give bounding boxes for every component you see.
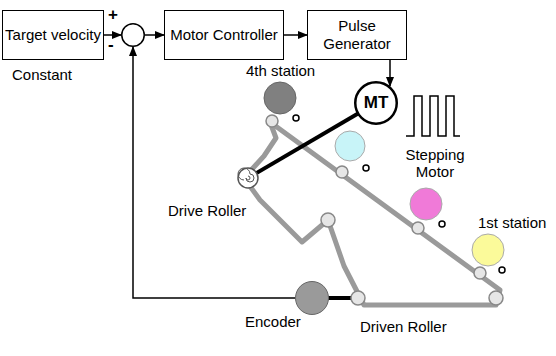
- black-station: [264, 82, 296, 114]
- node-text: Motor Controller: [170, 26, 278, 44]
- station-label: 1st station: [478, 214, 546, 231]
- roller: [489, 291, 503, 305]
- mark: [439, 221, 445, 227]
- signal-arrow: [389, 60, 391, 86]
- node-text: -: [108, 36, 114, 54]
- motor-label: Stepping Motor: [400, 146, 470, 180]
- magenta-station: [410, 188, 442, 220]
- summing-junction-outline: [121, 23, 145, 47]
- node-text: MT: [364, 94, 389, 112]
- generator-box: Pulse Generator: [307, 10, 407, 60]
- roller-label: Driven Roller: [360, 318, 447, 335]
- roller: [336, 166, 348, 178]
- drive-roller-spiral: [238, 168, 254, 182]
- encoder-circle: [296, 282, 329, 315]
- signal-arrow: [145, 34, 164, 36]
- roller: [266, 115, 278, 127]
- constant-note: Constant: [12, 66, 72, 83]
- station-label: 4th station: [246, 62, 315, 79]
- node-text: Pulse Generator: [308, 17, 406, 53]
- transfer-belt: [244, 122, 500, 305]
- stepping-motor-circle: [355, 82, 397, 124]
- belt-rollers: [266, 115, 503, 305]
- node-text: Target velocity: [5, 26, 101, 44]
- summing-junction: +-: [121, 23, 145, 47]
- encoder-outline: [295, 281, 329, 315]
- motor-shaft: [248, 103, 376, 178]
- stepping-motor: MT: [354, 81, 398, 125]
- station-marks: [293, 115, 505, 273]
- mark: [499, 267, 505, 273]
- node-text: +: [108, 6, 118, 24]
- roller: [474, 267, 486, 279]
- encoder: Encoder: [295, 281, 329, 315]
- drive-roller: [238, 168, 258, 188]
- roller-label: Drive Roller: [168, 202, 246, 219]
- roller: [412, 222, 424, 234]
- summing-junction-circle: [122, 24, 145, 47]
- cyan-station: [335, 131, 365, 161]
- driven-roller: [351, 291, 365, 305]
- signal-arrow: [284, 34, 307, 36]
- pulse-train: [406, 96, 460, 136]
- signal-arrow: [133, 47, 295, 298]
- yellow-station: [472, 234, 504, 266]
- mark: [363, 165, 369, 171]
- input-box: Target velocity: [2, 10, 104, 60]
- mark: [293, 115, 299, 121]
- node-text: Encoder: [245, 313, 301, 331]
- roller: [321, 213, 335, 227]
- controller-box: Motor Controller: [164, 10, 284, 60]
